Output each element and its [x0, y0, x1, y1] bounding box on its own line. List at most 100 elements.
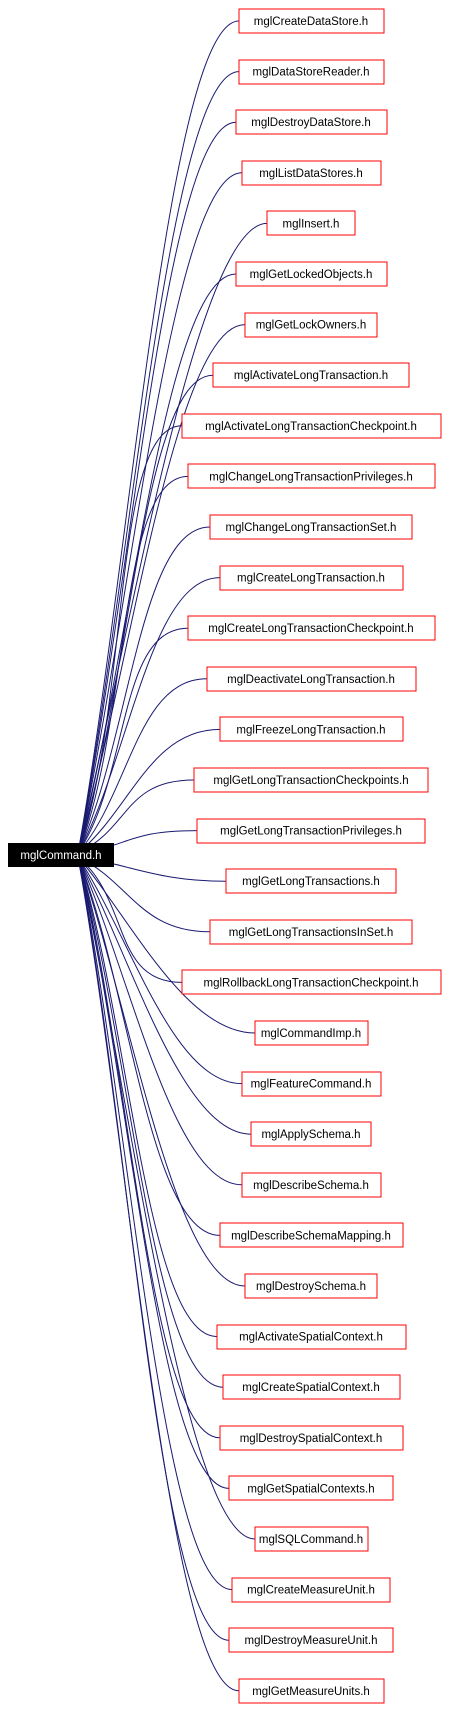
includer-node[interactable]: mglDestroySpatialContext.h — [219, 1425, 404, 1451]
includer-node[interactable]: mglActivateLongTransactionCheckpoint.h — [181, 413, 442, 439]
includer-node-box — [235, 261, 388, 287]
includer-node[interactable]: mglApplySchema.h — [250, 1121, 372, 1147]
includer-node[interactable]: mglDestroySchema.h — [244, 1273, 378, 1299]
includer-node-label: mglSQLCommand.h — [259, 1534, 363, 1546]
includer-node[interactable]: mglCreateSpatialContext.h — [222, 1374, 401, 1400]
includer-node-label: mglDestroySpatialContext.h — [240, 1433, 383, 1445]
includer-node-box — [196, 818, 426, 844]
includer-node-label: mglFeatureCommand.h — [251, 1079, 372, 1091]
includer-node-box — [266, 210, 356, 236]
includer-node[interactable]: mglListDataStores.h — [241, 160, 382, 186]
includer-node-label: mglDestroyDataStore.h — [251, 117, 371, 129]
includer-node[interactable]: mglCreateLongTransaction.h — [219, 565, 404, 591]
include-edge — [73, 849, 233, 1591]
include-edge — [73, 849, 256, 1540]
includer-node-box — [206, 666, 417, 692]
includer-node[interactable]: mglGetLockOwners.h — [244, 312, 378, 338]
include-edge — [74, 849, 252, 1135]
includer-node[interactable]: mglCommandImp.h — [254, 1020, 369, 1046]
includer-node[interactable]: mglGetLongTransactionPrivileges.h — [196, 818, 426, 844]
root-node-label: mglCommand.h — [20, 850, 101, 862]
includer-node[interactable]: mglSQLCommand.h — [254, 1526, 369, 1552]
includer-node[interactable]: mglRollbackLongTransactionCheckpoint.h — [181, 969, 442, 995]
includer-node[interactable]: mglChangeLongTransactionPrivileges.h — [187, 463, 436, 489]
includer-node[interactable]: mglChangeLongTransactionSet.h — [209, 514, 413, 540]
includer-node-box — [187, 463, 436, 489]
include-edge — [73, 273, 237, 861]
includer-node-box — [231, 1577, 391, 1603]
includer-node[interactable]: mglGetLongTransactions.h — [225, 868, 397, 894]
includer-node-label: mglActivateSpatialContext.h — [239, 1332, 383, 1344]
includer-node-label: mglActivateLongTransaction.h — [234, 370, 388, 382]
includer-node-label: mglGetMeasureUnits.h — [252, 1686, 370, 1698]
includer-node[interactable]: mglCreateMeasureUnit.h — [231, 1577, 391, 1603]
include-edge — [72, 678, 208, 860]
includer-node[interactable]: mglFreezeLongTransaction.h — [219, 716, 404, 742]
include-edge — [71, 851, 183, 983]
include-edge — [73, 849, 218, 1338]
includer-node-box — [228, 1627, 394, 1653]
includer-node[interactable]: mglDestroyDataStore.h — [235, 109, 388, 135]
include-edge — [73, 849, 240, 1692]
include-edge — [73, 121, 237, 861]
includer-node-box — [219, 565, 404, 591]
include-edge — [74, 849, 221, 1236]
includer-node-label: mglGetLongTransactions.h — [242, 876, 380, 888]
includer-node-box — [187, 615, 436, 641]
include-edge — [73, 172, 243, 861]
includer-node-label: mglCreateSpatialContext.h — [242, 1382, 379, 1394]
includer-node-box — [219, 1425, 404, 1451]
includer-node-box — [209, 919, 413, 945]
include-edge — [72, 850, 256, 1034]
includer-node[interactable]: mglGetLongTransactionCheckpoints.h — [193, 767, 429, 793]
includer-node-label: mglCreateDataStore.h — [254, 16, 368, 28]
includer-node[interactable]: mglActivateSpatialContext.h — [216, 1324, 407, 1350]
includer-node-label: mglDataStoreReader.h — [253, 67, 370, 79]
includer-node-label: mglGetLongTransactionPrivileges.h — [220, 826, 402, 838]
include-edge — [74, 475, 189, 861]
includer-node[interactable]: mglDataStoreReader.h — [238, 59, 385, 85]
includer-node[interactable]: mglActivateLongTransaction.h — [212, 362, 410, 388]
includer-node-box — [209, 514, 413, 540]
include-edge — [73, 850, 243, 1085]
includer-node-label: mglGetLockOwners.h — [256, 320, 367, 332]
includer-node-box — [241, 160, 382, 186]
includer-node-box — [254, 1020, 369, 1046]
includer-node[interactable]: mglFeatureCommand.h — [241, 1071, 382, 1097]
includer-node[interactable]: mglInsert.h — [266, 210, 356, 236]
include-edge — [71, 728, 221, 859]
includer-node[interactable]: mglCreateLongTransactionCheckpoint.h — [187, 615, 436, 641]
includer-node[interactable]: mglDeactivateLongTransaction.h — [206, 666, 417, 692]
includer-node[interactable]: mglDestroyMeasureUnit.h — [228, 1627, 394, 1653]
includer-node-label: mglGetLongTransactionsInSet.h — [229, 927, 394, 939]
includer-node[interactable]: mglGetLongTransactionsInSet.h — [209, 919, 413, 945]
includer-node-label: mglCommandImp.h — [261, 1028, 361, 1040]
includer-node[interactable]: mglDescribeSchemaMapping.h — [219, 1222, 404, 1248]
includer-node[interactable]: mglGetLockedObjects.h — [235, 261, 388, 287]
includer-node-label: mglApplySchema.h — [261, 1129, 360, 1141]
includer-node-box — [238, 59, 385, 85]
root-node-box — [8, 843, 114, 867]
includer-node-box — [238, 1678, 385, 1704]
includer-node-box — [225, 868, 397, 894]
includer-node[interactable]: mglGetSpatialContexts.h — [228, 1475, 394, 1501]
includer-node-box — [219, 1222, 404, 1248]
edges-layer — [69, 20, 268, 1692]
includer-node-label: mglInsert.h — [283, 218, 340, 230]
includer-node-box — [228, 1475, 394, 1501]
includer-node-label: mglDescribeSchema.h — [253, 1180, 369, 1192]
includer-node[interactable]: mglGetMeasureUnits.h — [238, 1678, 385, 1704]
includer-node-box — [241, 1172, 382, 1198]
includer-node-box — [181, 969, 442, 995]
includer-node[interactable]: mglCreateDataStore.h — [238, 8, 385, 34]
includer-node-box — [216, 1324, 407, 1350]
root-node[interactable]: mglCommand.h — [8, 843, 114, 867]
includer-node-box — [181, 413, 442, 439]
includer-node-box — [238, 8, 385, 34]
includer-node[interactable]: mglDescribeSchema.h — [241, 1172, 382, 1198]
includer-node-box — [244, 312, 378, 338]
include-edge — [74, 425, 183, 861]
nodes-layer: mglCommand.h mglCreateDataStore.h mglData… — [8, 8, 442, 1704]
includer-node-label: mglListDataStores.h — [259, 168, 363, 180]
